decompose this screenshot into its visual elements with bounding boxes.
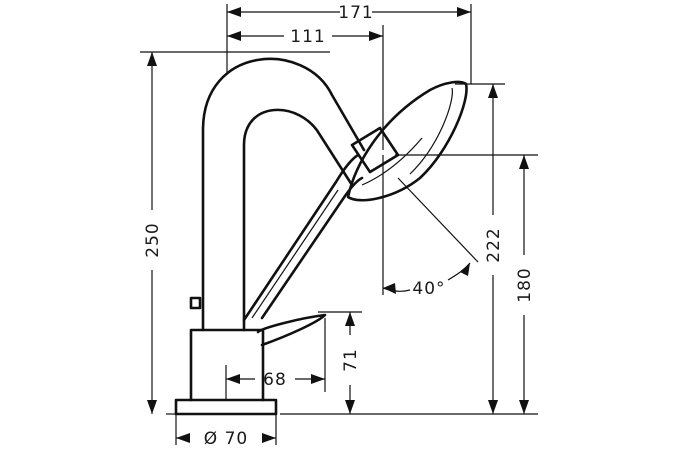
dim-68-label: 68: [263, 370, 287, 390]
faucet-outline: [174, 57, 468, 416]
dim-diameter-label: Ø 70: [204, 429, 248, 449]
spout-outer: [201, 57, 366, 332]
dim-250-label: 250: [143, 222, 163, 257]
dim-171-label: 171: [338, 3, 373, 23]
shower-handle-left: [242, 153, 360, 322]
shower-handle-centerline: [251, 189, 339, 319]
dimension-overall-height: 250: [143, 52, 163, 414]
dimension-shower-holder-height: 222: [484, 84, 504, 414]
dimension-spout-reach: 111: [227, 27, 383, 47]
dim-71-label: 71: [341, 348, 361, 372]
lever-handle: [256, 313, 327, 347]
dim-40-label: 40°: [412, 279, 445, 299]
faucet-body: [189, 328, 265, 402]
shower-head-rim: [361, 137, 423, 186]
dim-111-label: 111: [290, 27, 325, 47]
shower-handle-right: [260, 176, 364, 320]
dimension-shower-angle: 40°: [382, 262, 471, 299]
base-plate: [174, 398, 278, 416]
dimension-lever-reach: 68: [226, 370, 325, 390]
dimension-base-diameter: Ø 70: [176, 429, 276, 449]
dimension-overall-width: 171: [227, 3, 471, 23]
extension-lines: [140, 4, 538, 445]
spout-inner: [242, 108, 354, 332]
dim-180-label: 180: [515, 267, 535, 302]
shower-head-face: [409, 87, 453, 175]
diverter-knob: [189, 296, 202, 310]
shower-head: [346, 80, 468, 202]
dim-222-label: 222: [484, 227, 504, 262]
dimension-shower-height: 180: [515, 155, 535, 414]
dimension-lever-height: 71: [341, 312, 361, 414]
